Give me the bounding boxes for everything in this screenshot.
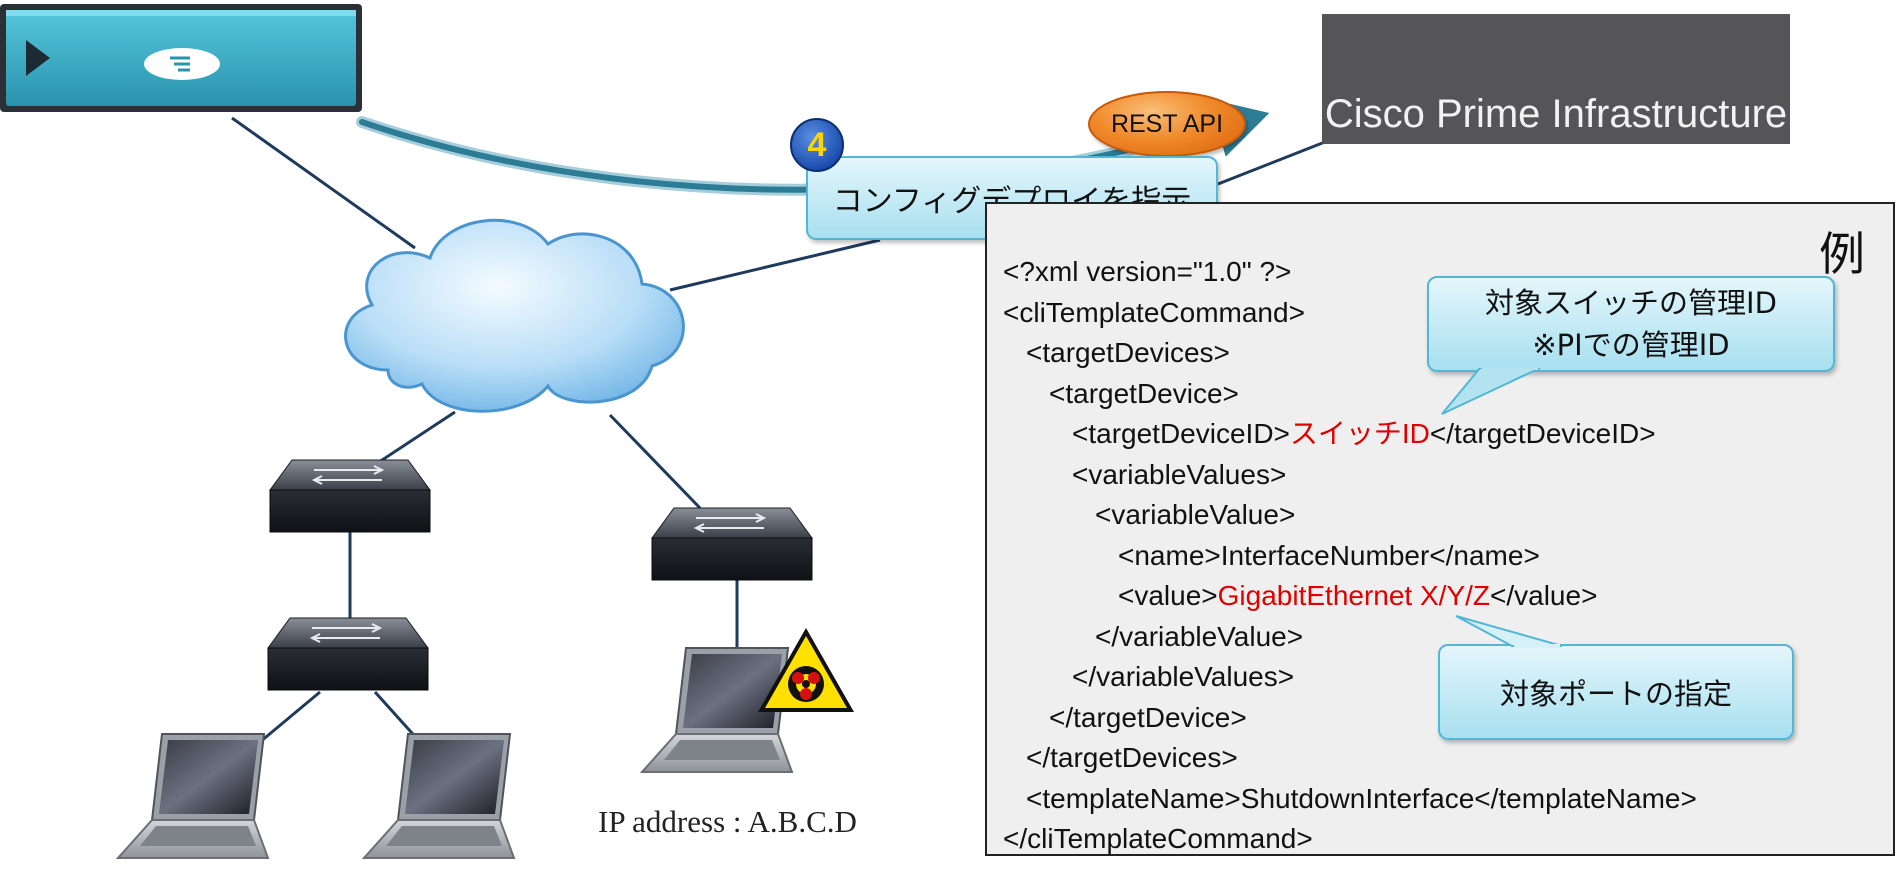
switch-icon [267, 617, 429, 691]
xml-line: <targetDevice> [1003, 374, 1697, 415]
callout-port: 対象ポートの指定 [1438, 644, 1794, 740]
xml-text: <variableValue> [1095, 499, 1296, 530]
link-cloud-switch1 [369, 410, 456, 470]
xml-line: <variableValues> [1003, 455, 1697, 496]
xml-line: <targetDeviceID>スイッチID</targetDeviceID> [1003, 414, 1697, 455]
xml-text: <cliTemplateCommand> [1003, 296, 1305, 328]
callout-switch-id: 対象スイッチの管理ID ※PIでの管理ID [1427, 276, 1835, 372]
xml-text: <variableValues> [1072, 458, 1287, 490]
xml-line: <targetDevices> [1003, 333, 1697, 374]
switch-icon [651, 507, 813, 581]
xml-text: <templateName>ShutdownInterface</templat… [1026, 782, 1697, 814]
biohazard-warning-icon [758, 628, 854, 712]
xml-code: <?xml version="1.0" ?> <cliTemplateComman… [1003, 252, 1697, 860]
xml-line: </cliTemplateCommand> [1003, 819, 1697, 860]
laptop-icon [115, 733, 270, 859]
xml-text: </value> [1490, 580, 1598, 611]
step-number-badge: 4 [790, 118, 844, 172]
callout-port-label: 対象ポートの指定 [1499, 677, 1732, 711]
cisco-prime-label: Cisco Prime Infrastructure [1324, 92, 1788, 136]
network-links [231, 116, 1331, 744]
callout-switch-id-line2: ※PIでの管理ID [1532, 328, 1730, 362]
xml-line: <variableValue> [1003, 495, 1697, 536]
xml-text: </targetDevice> [1049, 701, 1247, 733]
cloud-icon [344, 218, 685, 413]
xml-text: <name>InterfaceNumber</name> [1118, 539, 1540, 571]
link-appliance-cloud [231, 116, 416, 250]
callout-switch-id-line1: 対象スイッチの管理ID [1485, 286, 1777, 320]
rest-api-badge: REST API [1088, 91, 1246, 157]
switch-icon [269, 459, 431, 533]
xml-text: </cliTemplateCommand> [1003, 823, 1313, 854]
xml-line: <cliTemplateCommand> [1003, 293, 1697, 334]
xml-line: </variableValues> [1003, 657, 1697, 698]
link-cloud-switch3 [608, 413, 702, 510]
infected-host-ip-label: IP address : A.B.C.D [598, 804, 857, 839]
xml-highlight-value: スイッチID [1289, 418, 1430, 449]
xml-text: <?xml version="1.0" ?> [1003, 256, 1292, 287]
xml-line: </targetDevices> [1003, 738, 1697, 779]
example-label: 例 [1819, 227, 1865, 281]
link-cloud-configbox [669, 238, 881, 292]
cisco-prime-box: Cisco Prime Infrastructure [1322, 14, 1790, 144]
callout-switch-id-tail [1441, 368, 1541, 415]
xml-line: </variableValue> [1003, 617, 1697, 658]
xml-line: </targetDevice> [1003, 698, 1697, 739]
laptop-icon [639, 647, 794, 773]
xml-line: <?xml version="1.0" ?> [1003, 252, 1697, 293]
link-cloud-cisco [1217, 138, 1331, 186]
xml-line: <name>InterfaceNumber</name> [1003, 536, 1697, 577]
xml-text: <targetDeviceID> [1072, 418, 1290, 449]
xml-line: <value>GigabitEthernet X/Y/Z</value> [1003, 576, 1697, 617]
callout-port-tail [1455, 615, 1563, 648]
server-appliance-icon [0, 4, 362, 112]
xml-text: <value> [1118, 580, 1218, 611]
xml-text: </targetDeviceID> [1429, 418, 1656, 449]
xml-text: <targetDevices> [1026, 337, 1230, 368]
xml-text: </targetDevices> [1026, 742, 1238, 773]
xml-text: </variableValue> [1095, 620, 1304, 652]
laptop-icon [361, 733, 516, 859]
xml-text: </variableValues> [1072, 661, 1295, 692]
link-switch2-laptop1 [259, 690, 321, 744]
xml-text: <targetDevice> [1049, 377, 1239, 409]
xml-highlight-value: GigabitEthernet X/Y/Z [1217, 580, 1490, 611]
xml-line: <templateName>ShutdownInterface</templat… [1003, 779, 1697, 820]
